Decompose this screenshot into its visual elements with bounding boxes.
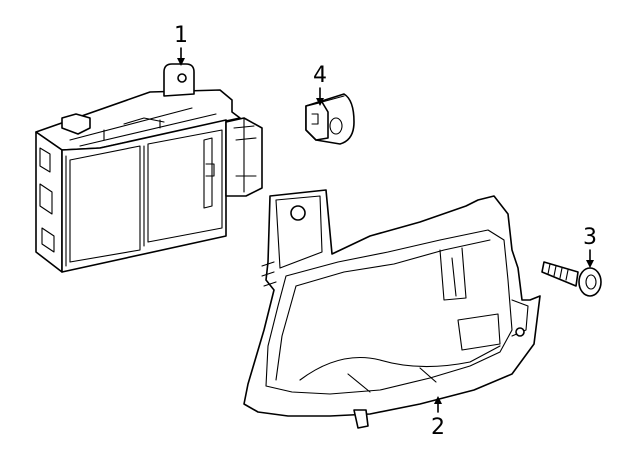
callout-label-2: 2: [431, 415, 445, 440]
callout-1: 1: [174, 23, 188, 66]
part-1-control-module: [35, 63, 263, 273]
callout-label-4: 4: [313, 63, 327, 88]
part-3-screw: [541, 261, 602, 297]
callout-arrowhead-3: [586, 260, 594, 268]
part-4-clip: [305, 93, 355, 145]
callout-label-1: 1: [174, 23, 188, 48]
callout-arrowhead-1: [177, 58, 185, 66]
callout-label-3: 3: [583, 225, 597, 250]
callout-arrowhead-2: [434, 396, 442, 404]
callout-arrowhead-4: [316, 98, 324, 106]
callout-3: 3: [583, 225, 597, 268]
callout-2: 2: [431, 396, 445, 440]
part-2-bracket: [243, 189, 541, 429]
callout-4: 4: [313, 63, 327, 106]
